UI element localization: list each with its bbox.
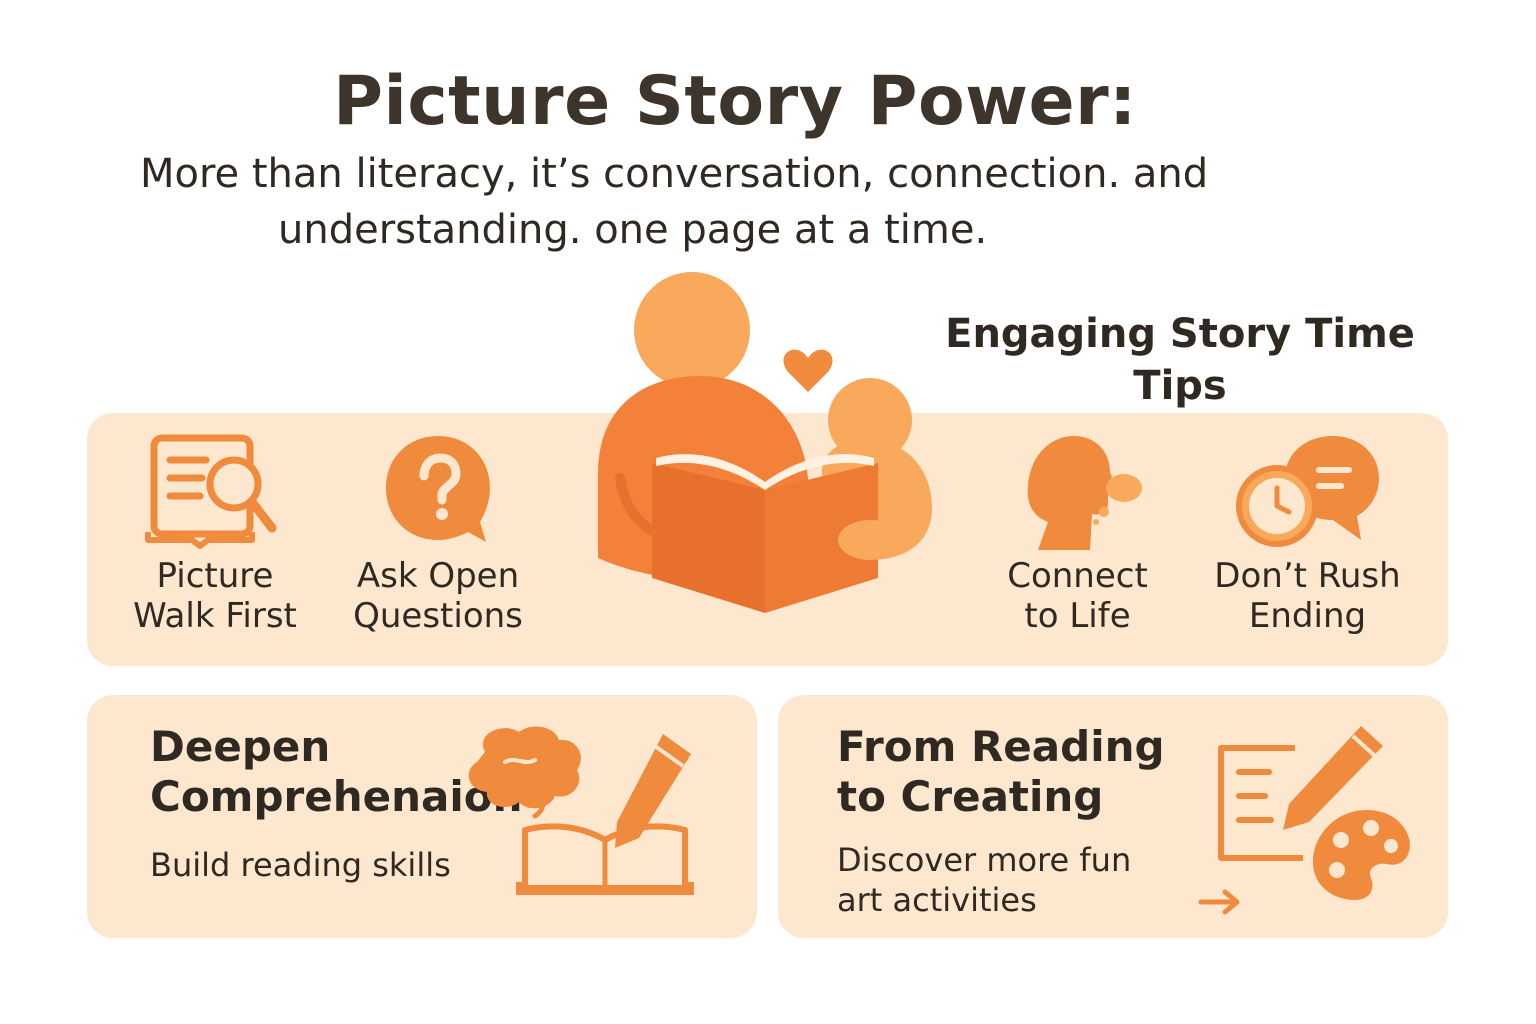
tip-2-line-1: Ask Open <box>356 556 520 596</box>
tip-1-line-1: Picture <box>156 556 274 596</box>
subtitle-line-2: understanding. one page at a time. <box>278 207 988 253</box>
creating-title-line-1: From Reading <box>837 722 1165 771</box>
tip-dont-rush: Don’t Rush Ending <box>1200 432 1415 636</box>
brain-book-pencil-icon <box>468 726 694 895</box>
creating-desc-line-2: art activities <box>837 881 1037 919</box>
tip-ask-questions: Ask Open Questions <box>338 432 538 636</box>
creating-desc-line-1: Discover more fun <box>837 841 1132 879</box>
comprehension-card-description: Build reading skills <box>150 846 451 884</box>
tips-heading-line-1: Engaging Story Time <box>945 311 1415 357</box>
tip-label-ask-questions: Ask Open Questions <box>338 556 538 636</box>
head-thought-icon <box>1027 436 1142 550</box>
tip-picture-walk: Picture Walk First <box>115 432 315 636</box>
comprehension-title-line-1: Deepen <box>150 722 331 771</box>
clock-chat-icon <box>1235 436 1379 547</box>
tip-2-line-2: Questions <box>353 596 523 636</box>
tips-heading: Engaging Story Time Tips <box>930 308 1430 412</box>
creating-card-title: From Reading to Creating <box>837 722 1177 822</box>
comprehension-title-line-2: Comprehenaion <box>150 772 523 821</box>
picture-walk-icon <box>145 434 277 549</box>
tip-1-line-2: Walk First <box>133 596 297 636</box>
page-subtitle: More than literacy, it’s conversation, c… <box>140 146 1320 258</box>
subtitle-line-1: More than literacy, it’s conversation, c… <box>140 151 1209 197</box>
tip-label-connect-life: Connect to Life <box>985 556 1170 636</box>
tips-heading-line-2: Tips <box>1133 363 1227 409</box>
creating-card-description: Discover more fun art activities <box>837 840 1177 920</box>
parent-child-reading-icon <box>598 272 932 613</box>
tip-3-line-1: Connect <box>1007 556 1148 596</box>
creating-title-line-2: to Creating <box>837 772 1104 821</box>
notes-palette-icon <box>1198 726 1410 915</box>
creating-card <box>778 695 1448 938</box>
comprehension-card-title: Deepen Comprehenaion <box>150 722 522 822</box>
tip-4-line-2: Ending <box>1248 596 1367 636</box>
tip-connect-life: Connect to Life <box>985 432 1170 636</box>
tip-label-dont-rush: Don’t Rush Ending <box>1200 556 1415 636</box>
tip-3-line-2: to Life <box>1024 596 1131 636</box>
page-title: Picture Story Power: <box>333 62 1137 141</box>
question-bubble-icon <box>386 436 490 542</box>
tip-label-picture-walk: Picture Walk First <box>115 556 315 636</box>
tip-4-line-1: Don’t Rush <box>1214 556 1401 596</box>
